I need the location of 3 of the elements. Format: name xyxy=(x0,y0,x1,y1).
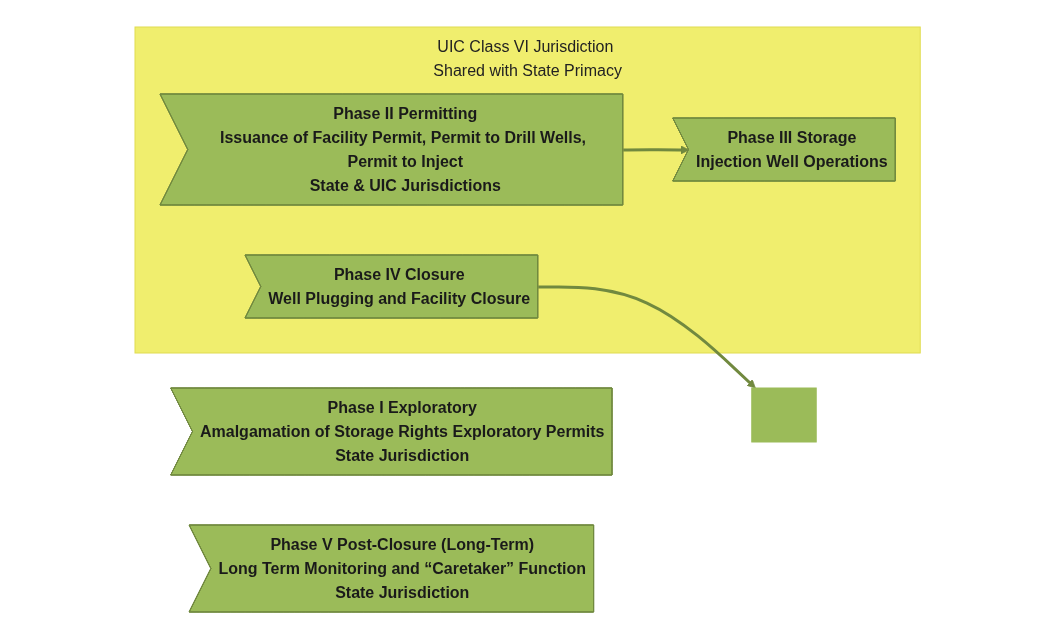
node-box xyxy=(751,387,818,442)
arrow xyxy=(623,145,690,154)
arrow xyxy=(538,284,757,388)
